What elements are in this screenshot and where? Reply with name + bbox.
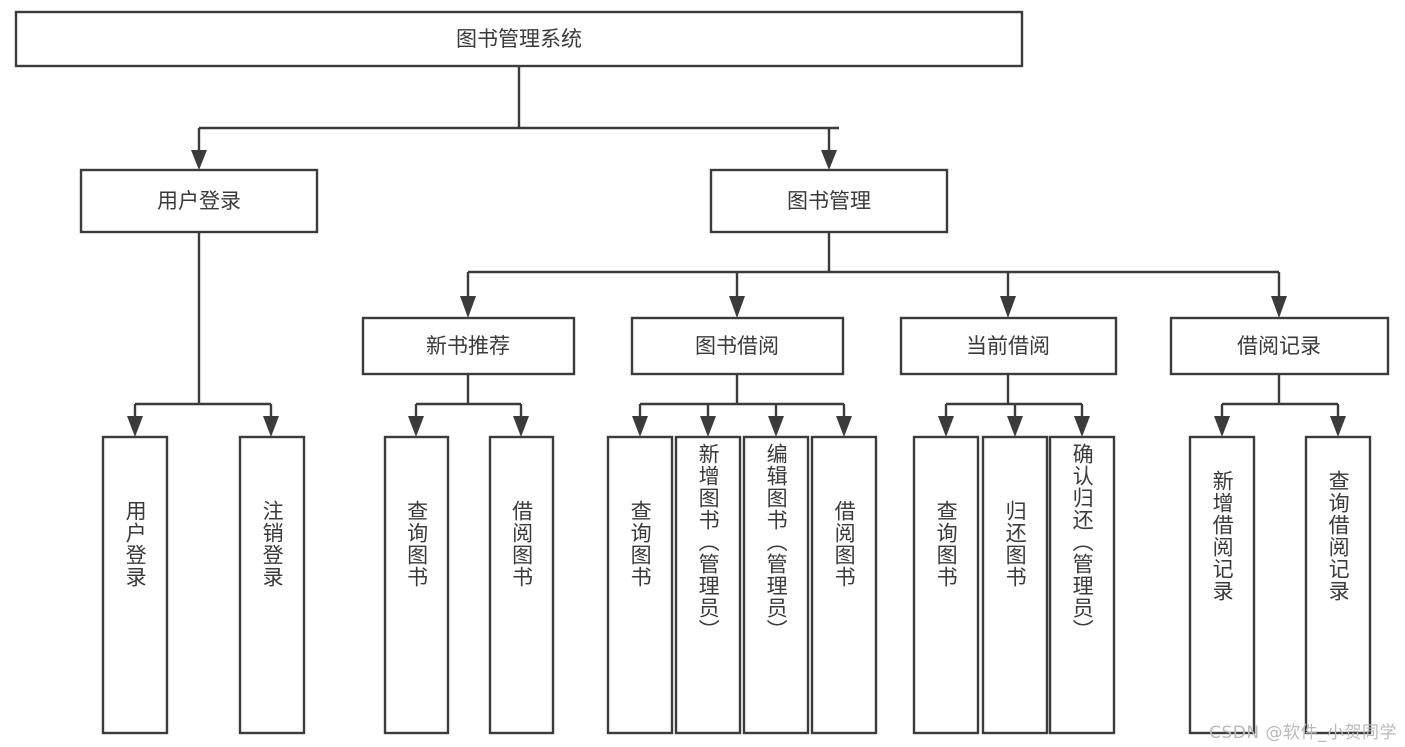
leaf-box-confirm-return[interactable] — [1048, 435, 1116, 735]
node-book-manage-label: 图书管理 — [787, 189, 871, 213]
node-root-label: 图书管理系统 — [456, 27, 582, 51]
leaf-box-query-record[interactable] — [1304, 435, 1372, 735]
arrowhead-current-borrow — [1000, 296, 1016, 318]
connector-group-new-book-recommend — [408, 374, 529, 437]
leaf-box-query-book-1[interactable] — [383, 435, 450, 735]
arrowhead-leaf-borrow-book-2 — [836, 416, 852, 437]
leaf-box-return-book[interactable] — [981, 435, 1049, 735]
arrowhead-user-login — [191, 150, 207, 170]
arrowhead-leaf-confirm-return — [1074, 416, 1090, 437]
node-book-borrow-label: 图书借阅 — [695, 334, 779, 358]
csdn-watermark: CSDN @软件_小贺同学 — [1209, 723, 1397, 743]
leaf-box-add-record[interactable] — [1188, 435, 1256, 735]
arrowhead-leaf-query-book-2 — [632, 416, 648, 437]
node-root-box[interactable] — [14, 10, 1024, 68]
node-new-book-recommend-box[interactable] — [361, 316, 576, 376]
connector-group-current-borrow — [938, 374, 1090, 437]
arrowhead-leaf-query-book-1 — [408, 416, 424, 437]
node-book-manage-box[interactable] — [709, 168, 949, 234]
arrowhead-leaf-add-book — [700, 416, 716, 437]
node-book-borrow-box[interactable] — [630, 316, 845, 376]
leaf-box-query-book-2[interactable] — [606, 435, 674, 735]
leaf-box-user-login[interactable] — [101, 435, 169, 735]
node-borrow-record-label: 借阅记录 — [1237, 334, 1321, 358]
connector-group-borrow-record — [1214, 374, 1346, 437]
leaf-box-borrow-book-1[interactable] — [488, 435, 555, 735]
node-user-login-box[interactable] — [79, 168, 319, 234]
connector-group-user-login — [127, 232, 279, 437]
arrowhead-leaf-query-record — [1330, 416, 1346, 437]
node-current-borrow-label: 当前借阅 — [966, 334, 1050, 358]
leaf-box-query-book-3[interactable] — [912, 435, 980, 735]
connector-group-root — [191, 66, 839, 170]
arrowhead-leaf-return-book — [1007, 416, 1023, 437]
node-root[interactable]: 图书管理系统 — [14, 10, 1024, 68]
arrowhead-leaf-logout — [263, 416, 279, 437]
node-borrow-record[interactable]: 借阅记录 — [1169, 316, 1390, 376]
node-new-book-recommend[interactable]: 新书推荐 — [361, 316, 576, 376]
node-current-borrow-box[interactable] — [899, 316, 1118, 376]
arrowhead-book-manage — [821, 150, 837, 170]
node-current-borrow[interactable]: 当前借阅 — [899, 316, 1118, 376]
arrowhead-leaf-query-book-3 — [938, 416, 954, 437]
arrowhead-leaf-borrow-book-1 — [513, 416, 529, 437]
leaf-box-logout[interactable] — [238, 435, 306, 735]
node-user-login[interactable]: 用户登录 — [79, 168, 319, 234]
leaf-box-edit-book[interactable] — [742, 435, 810, 735]
node-book-borrow[interactable]: 图书借阅 — [630, 316, 845, 376]
connector-group-book-manage — [460, 232, 1287, 318]
arrowhead-new-book-recommend — [460, 296, 476, 318]
leaf-box-borrow-book-2[interactable] — [810, 435, 878, 735]
leaf-box-add-book[interactable] — [674, 435, 742, 735]
arrowhead-borrow-record — [1271, 296, 1287, 318]
connector-group-book-borrow — [632, 374, 852, 437]
leaf-box-group — [101, 435, 1372, 735]
node-new-book-recommend-label: 新书推荐 — [426, 334, 510, 358]
arrowhead-leaf-add-record — [1214, 416, 1230, 437]
node-borrow-record-box[interactable] — [1169, 316, 1390, 376]
arrowhead-leaf-user-login — [127, 416, 143, 437]
arrowhead-leaf-edit-book — [768, 416, 784, 437]
arrowhead-book-borrow — [729, 296, 745, 318]
node-user-login-label: 用户登录 — [157, 189, 241, 213]
node-book-manage[interactable]: 图书管理 — [709, 168, 949, 234]
